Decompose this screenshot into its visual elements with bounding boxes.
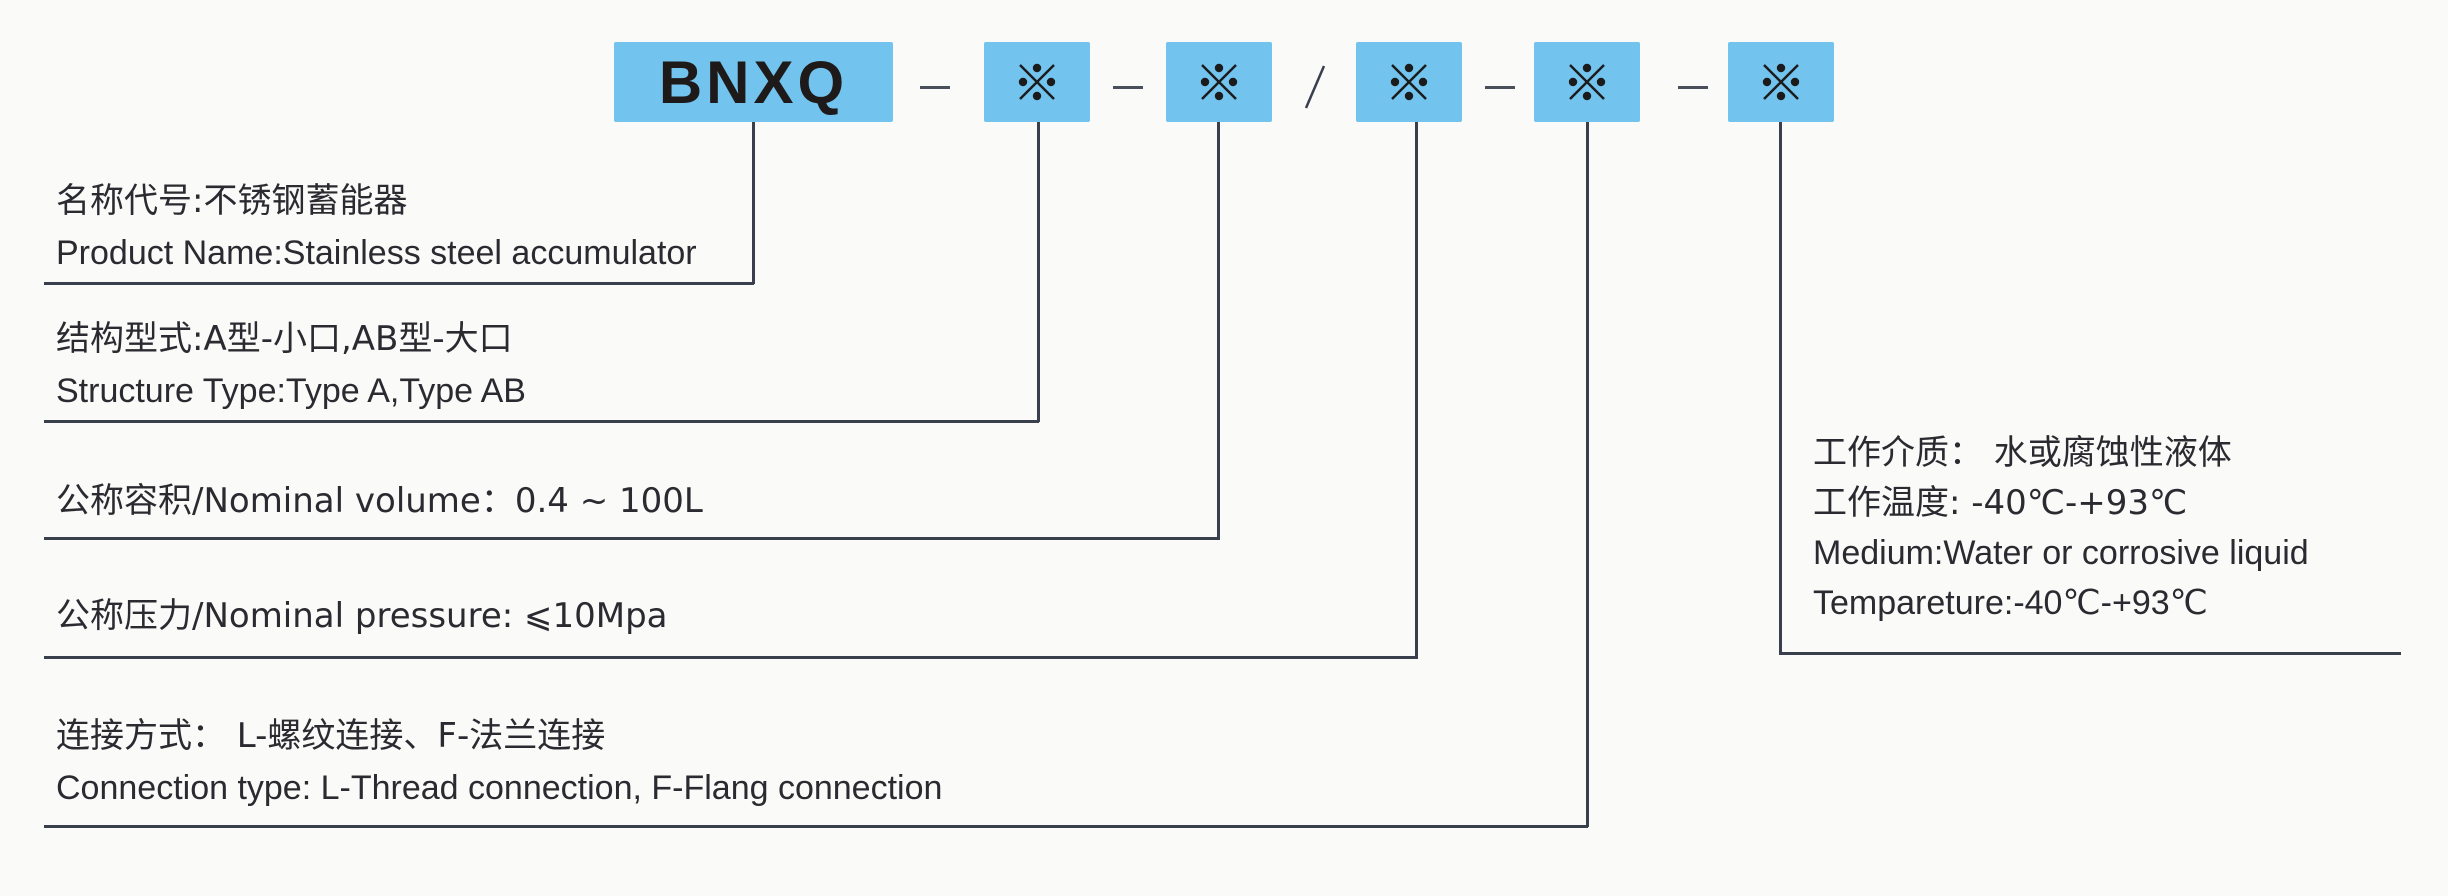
underline-pressure	[44, 656, 1417, 659]
leader-line-volume	[1217, 122, 1220, 540]
leader-line-medium	[1779, 122, 1782, 653]
label-cn-temperature: 工作温度: -40℃-+93℃	[1813, 483, 2188, 523]
underline-medium	[1779, 652, 2401, 655]
leader-line-pressure	[1415, 122, 1418, 659]
reference-mark-icon	[1200, 63, 1238, 101]
separator-dash	[1678, 86, 1708, 89]
annotation-connection-type: 连接方式： L-螺纹连接、F-法兰连接 Connection type: L-T…	[56, 710, 942, 814]
separator-slash	[1304, 65, 1326, 109]
annotation-nominal-pressure: 公称压力/Nominal pressure: ⩽10Mpa	[56, 590, 668, 642]
label-en-temperature: Tempareture:-40℃-+93℃	[1813, 584, 2208, 622]
leader-line-product-name	[752, 122, 755, 284]
label-cn: 结构型式:A型-小口,AB型-大口	[56, 319, 513, 359]
annotation-structure-type: 结构型式:A型-小口,AB型-大口 Structure Type:Type A,…	[56, 313, 526, 417]
label-text: 公称容积/Nominal volume：0.4 ~ 100L	[56, 481, 703, 521]
underline-product-name	[44, 282, 754, 285]
label-cn: 连接方式： L-螺纹连接、F-法兰连接	[56, 716, 606, 756]
leader-line-connection	[1586, 122, 1589, 827]
separator-dash	[1485, 86, 1515, 89]
label-en-medium: Medium:Water or corrosive liquid	[1813, 534, 2309, 572]
code-slot-medium	[1728, 42, 1834, 122]
code-slot-structure	[984, 42, 1090, 122]
annotation-product-name: 名称代号:不锈钢蓄能器 Product Name:Stainless steel…	[56, 175, 697, 279]
prefix-code: BNXQ	[658, 48, 849, 116]
label-cn: 名称代号:不锈钢蓄能器	[56, 181, 408, 221]
annotation-nominal-volume: 公称容积/Nominal volume：0.4 ~ 100L	[56, 475, 703, 527]
label-cn-medium: 工作介质： 水或腐蚀性液体	[1813, 433, 2232, 473]
annotation-working-medium: 工作介质： 水或腐蚀性液体 工作温度: -40℃-+93℃ Medium:Wat…	[1813, 428, 2309, 628]
leader-line-structure	[1037, 122, 1040, 422]
label-text: 公称压力/Nominal pressure: ⩽10Mpa	[56, 596, 668, 636]
label-en: Connection type: L-Thread connection, F-…	[56, 769, 943, 807]
code-slot-pressure	[1356, 42, 1462, 122]
reference-mark-icon	[1568, 63, 1606, 101]
label-en: Product Name:Stainless steel accumulator	[56, 234, 697, 272]
reference-mark-icon	[1018, 63, 1056, 101]
separator-dash	[920, 86, 950, 89]
reference-mark-icon	[1762, 63, 1800, 101]
underline-volume	[44, 537, 1219, 540]
underline-connection	[44, 825, 1588, 828]
separator-dash	[1113, 86, 1143, 89]
underline-structure	[44, 420, 1039, 423]
code-slot-connection	[1534, 42, 1640, 122]
code-slot-volume	[1166, 42, 1272, 122]
prefix-code-box: BNXQ	[614, 42, 893, 122]
reference-mark-icon	[1390, 63, 1428, 101]
label-en: Structure Type:Type A,Type AB	[56, 372, 526, 410]
